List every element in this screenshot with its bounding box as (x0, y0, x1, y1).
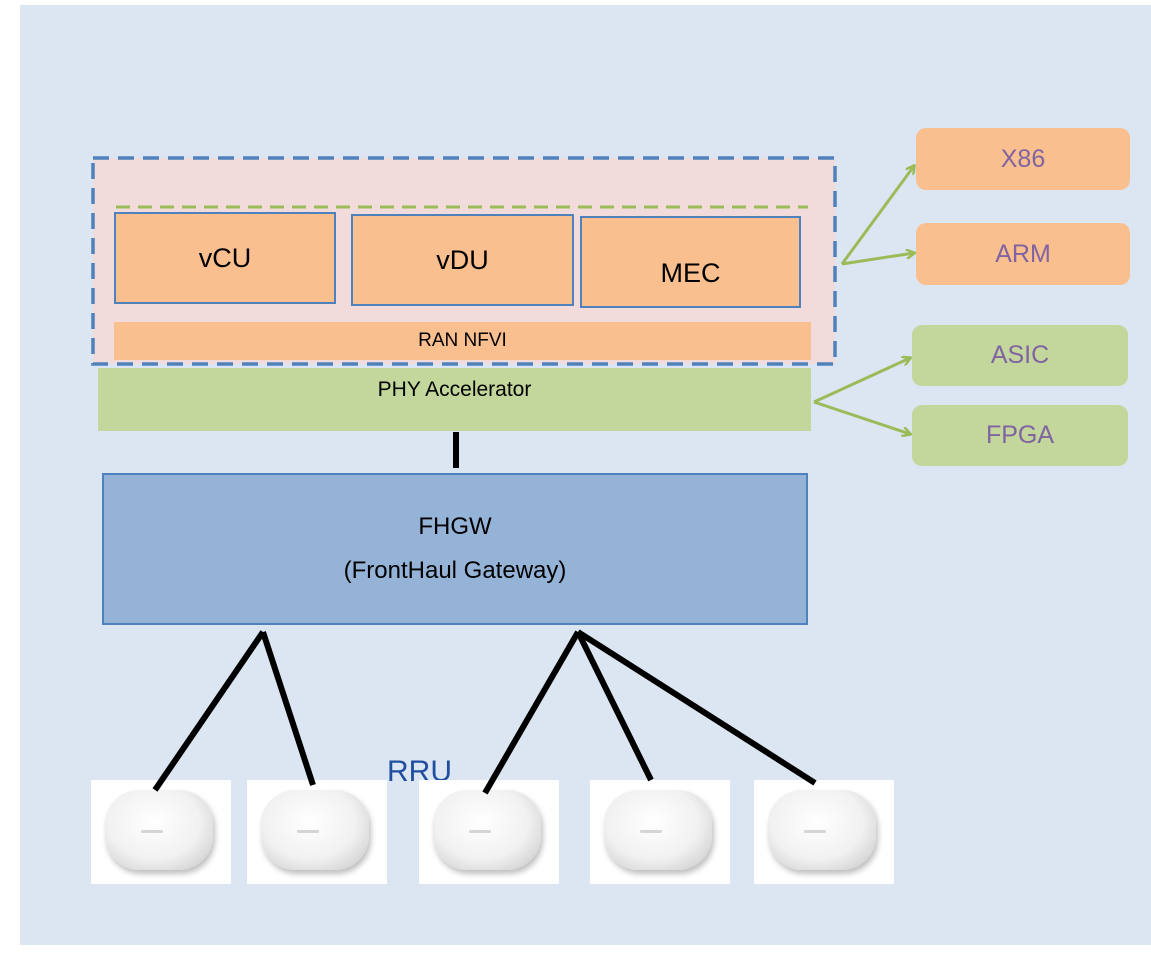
ran-nfvi-bar: RAN NFVI (114, 322, 811, 360)
arrow-to-fpga (813, 400, 910, 434)
rru-unit-4 (590, 780, 730, 884)
vcu-label: vCU (198, 242, 252, 273)
rru-link-2 (260, 631, 316, 786)
rru-unit-1 (91, 780, 231, 884)
access-point-icon (105, 790, 213, 870)
x86-box: X86 (916, 128, 1130, 190)
phy-accelerator-label: PHY Accelerator (377, 378, 532, 401)
x86-label: X86 (1000, 144, 1046, 173)
vcu-box: vCU (114, 212, 336, 304)
phy-accelerator-bar: PHY Accelerator (98, 368, 811, 431)
fhgw-subtitle: (FrontHaul Gateway) (343, 557, 567, 584)
rru-link-5 (576, 629, 817, 786)
ran-nfvi-label: RAN NFVI (418, 330, 507, 351)
arrow-to-arm (841, 253, 914, 266)
rru-link-1 (152, 630, 266, 792)
asic-box: ASIC (912, 325, 1128, 386)
fpga-box: FPGA (912, 405, 1128, 466)
vdu-label: vDU (436, 244, 489, 275)
rru-link-4 (575, 630, 654, 782)
access-point-icon (433, 790, 541, 870)
mec-box: MEC (580, 216, 801, 308)
fhgw-title: FHGW (418, 513, 492, 540)
fpga-label: FPGA (985, 421, 1055, 449)
rru-unit-2 (247, 780, 387, 884)
vdu-box: vDU (351, 214, 574, 306)
mec-label: MEC (660, 257, 721, 288)
rru-unit-5 (754, 780, 894, 884)
access-point-icon (604, 790, 712, 870)
arm-box: ARM (916, 223, 1130, 285)
arrow-to-asic (813, 358, 910, 404)
rru-link-3 (482, 630, 581, 795)
arm-label: ARM (995, 239, 1051, 268)
nfvi-group-dashed-border (91, 156, 837, 366)
arrow-to-x86 (840, 166, 914, 265)
access-point-icon (768, 790, 876, 870)
rru-unit-3 (419, 780, 559, 884)
asic-label: ASIC (990, 341, 1050, 369)
fhgw-box: FHGW (FrontHaul Gateway) (102, 473, 808, 625)
access-point-icon (261, 790, 369, 870)
